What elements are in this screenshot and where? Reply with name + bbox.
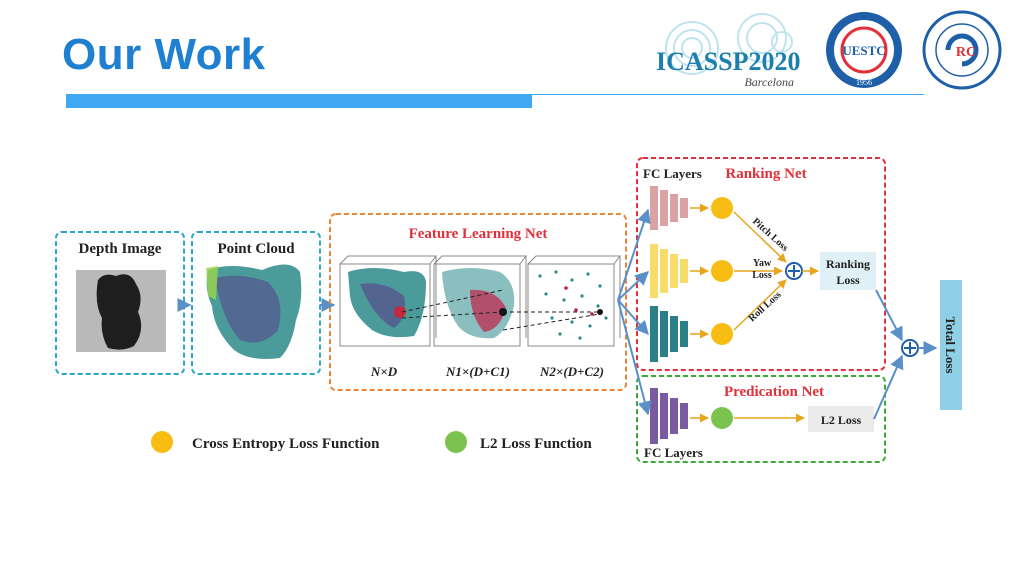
icassp-logo-text: ICASSP2020 — [656, 47, 800, 76]
fc-stack-roll — [650, 306, 688, 362]
feature-dim-3: N2×(D+C2) — [539, 364, 604, 379]
ranking-net-panel: FC Layers Ranking Net — [636, 157, 886, 371]
arrow-ranking-to-total — [875, 289, 903, 342]
fc-stack-yaw — [650, 244, 688, 298]
ranking-loss-label-line2: Loss — [836, 273, 860, 287]
pitch-loss-label: Pitch Loss — [750, 216, 790, 254]
legend-l2-label: L2 Loss Function — [480, 436, 592, 452]
total-sum-node — [901, 339, 919, 357]
ranking-loss-box — [820, 252, 876, 290]
icassp-logo: ICASSP2020 Barcelona — [656, 13, 800, 88]
feature-cube-1 — [339, 255, 437, 347]
point-cloud-panel: Point Cloud — [191, 231, 321, 375]
feature-cube-2 — [433, 255, 527, 347]
feature-learning-net-panel: Feature Learning Net — [329, 213, 627, 391]
legend-l2-dot — [445, 431, 467, 453]
uestc-seal-year: 1956 — [856, 78, 872, 87]
fc-stack-pitch — [650, 186, 688, 230]
depth-silhouette — [96, 274, 142, 350]
feature-dim-1: N×D — [370, 364, 398, 379]
l2-loss-label: L2 Loss — [821, 413, 862, 427]
slide-title: Our Work — [62, 30, 266, 79]
ranking-net-label: Ranking Net — [725, 166, 806, 182]
fan-out-arrows — [617, 208, 652, 416]
legend: Cross Entropy Loss Function L2 Loss Func… — [151, 431, 592, 453]
total-loss-box — [940, 280, 962, 410]
fc-layers-top-label: FC Layers — [643, 166, 702, 181]
l2-loss-box — [808, 406, 874, 432]
roll-loss-label: Roll Loss — [747, 289, 784, 324]
title-divider-line — [532, 94, 924, 95]
prediction-net-panel: Predication Net L2 Loss FC Layers — [636, 375, 886, 463]
cross-entropy-node-yaw — [711, 260, 733, 282]
feature-learning-net-label: Feature Learning Net — [409, 226, 548, 242]
yaw-loss-label-line1: Yaw — [753, 258, 772, 269]
prediction-net-label: Predication Net — [724, 384, 824, 400]
legend-cross-entropy-dot — [151, 431, 173, 453]
feature-cube-3 — [527, 255, 621, 347]
yaw-loss-label-line2: Loss — [752, 270, 772, 281]
legend-cross-entropy-label: Cross Entropy Loss Function — [192, 436, 380, 452]
cross-entropy-node-pitch — [711, 197, 733, 219]
fc-layers-bottom-label: FC Layers — [644, 445, 703, 460]
rc-seal-text: RC — [956, 45, 976, 60]
point-cloud-label: Point Cloud — [217, 241, 295, 257]
feature-dim-2: N1×(D+C1) — [445, 364, 510, 379]
total-loss-label: Total Loss — [943, 317, 958, 374]
cross-entropy-node-roll — [711, 323, 733, 345]
l2-node — [711, 407, 733, 429]
uestc-seal-logo: UESTC 1956 — [826, 12, 902, 88]
depth-image-panel: Depth Image — [55, 231, 185, 375]
arrow-l2-to-total — [873, 354, 904, 420]
ranking-loss-label-line1: Ranking — [826, 257, 870, 271]
icassp-logo-city: Barcelona — [744, 75, 794, 88]
fc-stack-prediction — [650, 388, 688, 444]
uestc-seal-text: UESTC — [842, 43, 885, 58]
rc-seal-logo: RC — [922, 10, 1002, 90]
title-accent-bar — [66, 94, 532, 108]
depth-image-label: Depth Image — [79, 241, 162, 257]
ranking-sum-node — [785, 262, 803, 280]
